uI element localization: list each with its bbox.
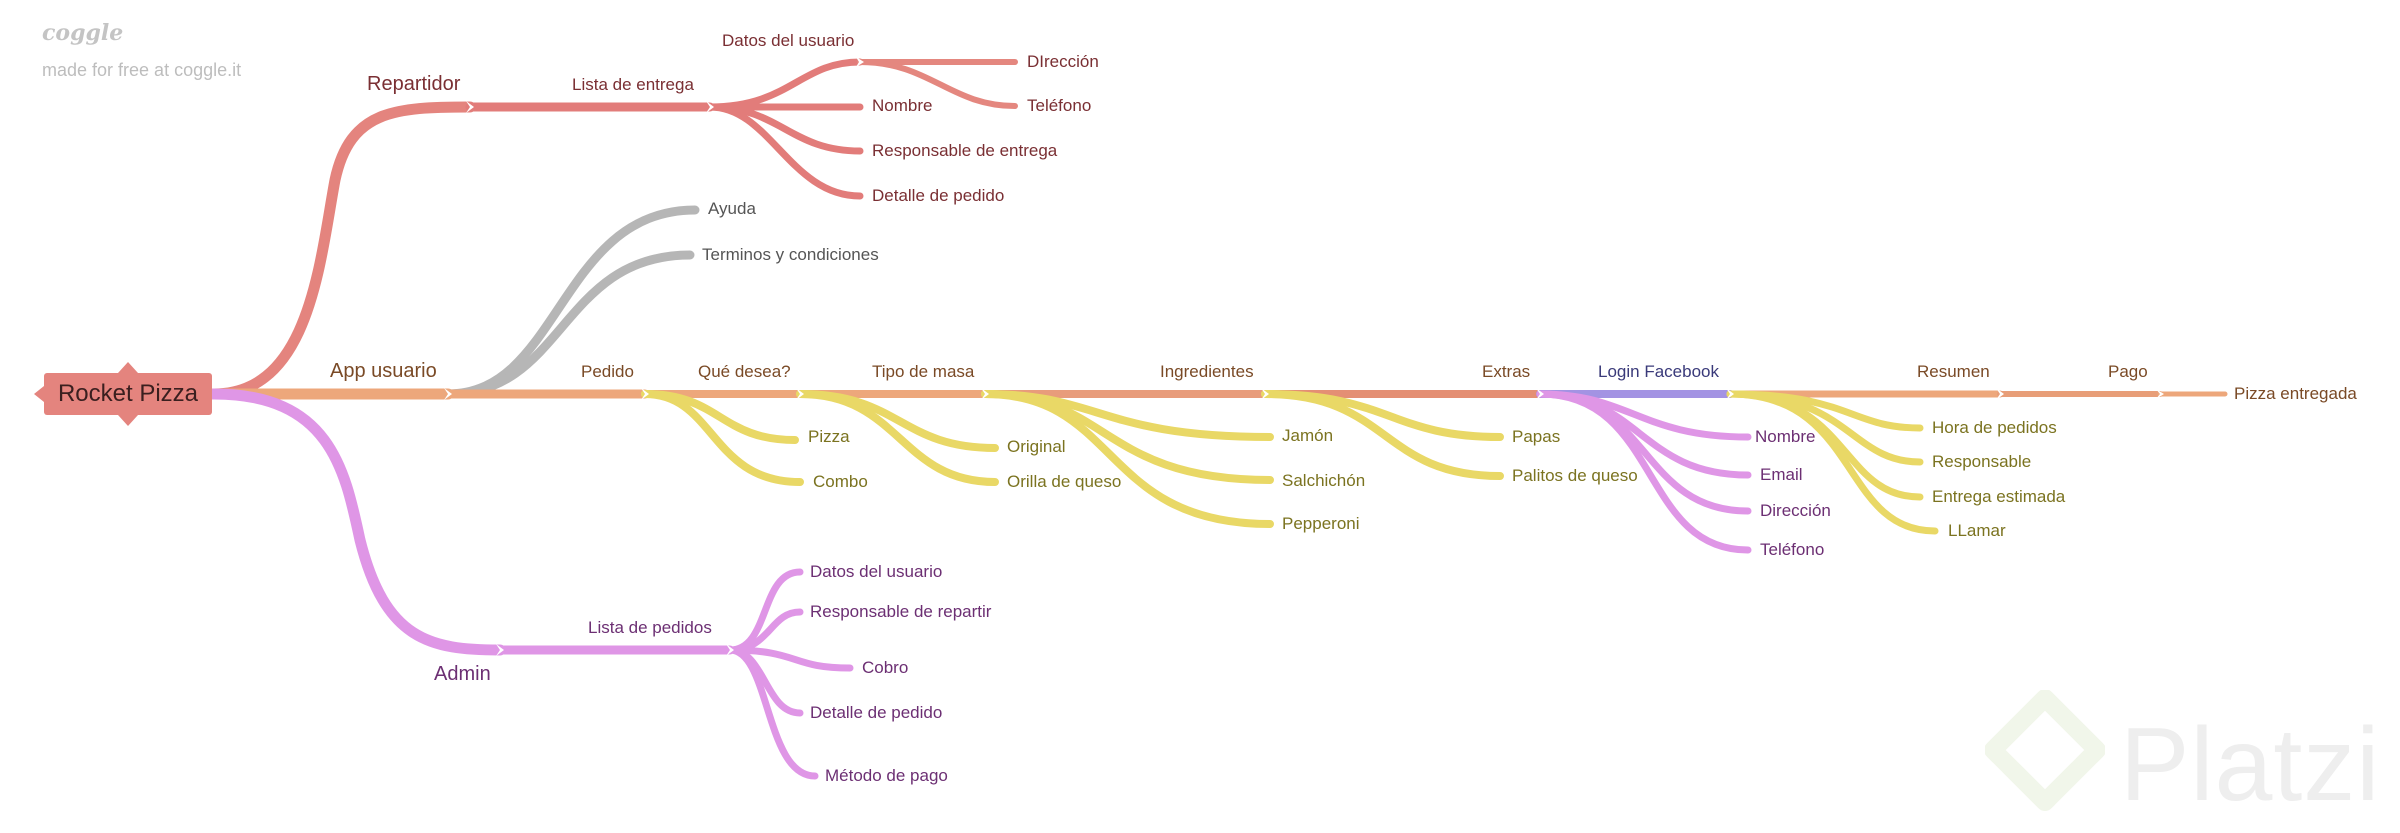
- node-jamon[interactable]: Jamón: [1282, 426, 1333, 445]
- link-extras-telefono: [1536, 390, 1752, 554]
- node-responsable-repartir[interactable]: Responsable de repartir: [810, 602, 992, 621]
- root-bottom-marker: [118, 415, 138, 426]
- link-root-repartidor: [208, 101, 476, 400]
- node-hora-pedidos[interactable]: Hora de pedidos: [1932, 418, 2057, 437]
- node-pizza-entregada[interactable]: Pizza entregada: [2234, 384, 2357, 403]
- link-app-ayuda: [443, 205, 700, 399]
- node-detalle-pedido-rep[interactable]: Detalle de pedido: [872, 186, 1004, 205]
- link-extras-direccion: [1536, 390, 1752, 515]
- root-node-label: Rocket Pizza: [57, 380, 199, 407]
- root-node[interactable]: Rocket Pizza: [44, 373, 212, 415]
- node-repartidor[interactable]: Repartidor: [367, 73, 461, 95]
- node-telefono-rep[interactable]: Teléfono: [1027, 96, 1091, 115]
- node-pago[interactable]: Pago: [2108, 362, 2148, 381]
- node-pepperoni[interactable]: Pepperoni: [1282, 514, 1360, 533]
- link-lista-cobro: [726, 646, 854, 672]
- notch-tipomasa: [981, 388, 989, 400]
- node-resumen[interactable]: Resumen: [1917, 362, 1990, 381]
- node-direccion-rep[interactable]: DIrección: [1027, 52, 1099, 71]
- node-datos-usuario-admin[interactable]: Datos del usuario: [810, 562, 942, 581]
- node-combo[interactable]: Combo: [813, 472, 868, 491]
- node-ingredientes[interactable]: Ingredientes: [1160, 362, 1254, 381]
- link-ingredientes-palitos: [1261, 390, 1504, 480]
- link-login-llamar: [1726, 390, 1939, 535]
- coggle-tagline[interactable]: made for free at coggle.it: [42, 60, 242, 80]
- node-datos-usuario[interactable]: Datos del usuario: [722, 31, 854, 50]
- root-left-marker: [34, 386, 44, 402]
- notch-login: [1726, 388, 1734, 400]
- link-lista-datos: [706, 58, 864, 111]
- node-admin[interactable]: Admin: [434, 663, 491, 685]
- node-detalle-pedido-admin[interactable]: Detalle de pedido: [810, 703, 942, 722]
- node-email[interactable]: Email: [1760, 465, 1803, 484]
- node-nombre-rep[interactable]: Nombre: [872, 96, 932, 115]
- link-root-admin: [208, 388, 506, 656]
- root-top-marker: [118, 362, 138, 373]
- node-salchichon[interactable]: Salchichón: [1282, 471, 1365, 490]
- node-lista-pedidos[interactable]: Lista de pedidos: [588, 618, 712, 637]
- link-quedesea-orilla: [796, 390, 999, 486]
- node-orilla-queso[interactable]: Orilla de queso: [1007, 472, 1121, 491]
- node-terminos[interactable]: Terminos y condiciones: [702, 245, 879, 264]
- notch-app: [444, 388, 452, 400]
- link-tipomasa-pepperoni: [981, 390, 1274, 528]
- node-original[interactable]: Original: [1007, 437, 1066, 456]
- node-responsable-resumen[interactable]: Responsable: [1932, 452, 2031, 471]
- link-app-terminos: [443, 250, 695, 399]
- notch-pago: [2156, 389, 2164, 399]
- notch-pedido: [641, 388, 649, 400]
- node-direccion-login[interactable]: Dirección: [1760, 501, 1831, 520]
- platzi-logo-icon: [1984, 689, 2106, 811]
- node-ayuda[interactable]: Ayuda: [708, 199, 756, 218]
- notch-resumen: [1996, 388, 2004, 400]
- notch-quedesea: [796, 388, 804, 400]
- node-palitos-queso[interactable]: Palitos de queso: [1512, 466, 1638, 485]
- link-pedido-combo: [641, 390, 804, 486]
- node-responsable-entrega[interactable]: Responsable de entrega: [872, 141, 1058, 160]
- notch-datos: [856, 57, 864, 67]
- notch-ingredientes: [1261, 388, 1269, 400]
- node-papas[interactable]: Papas: [1512, 427, 1560, 446]
- node-pizza[interactable]: Pizza: [808, 427, 850, 446]
- node-telefono-login[interactable]: Teléfono: [1760, 540, 1824, 559]
- node-app-usuario[interactable]: App usuario: [330, 360, 437, 382]
- node-tipo-masa[interactable]: Tipo de masa: [872, 362, 975, 381]
- watermark-text: Platzi: [2120, 707, 2381, 823]
- node-pedido[interactable]: Pedido: [581, 362, 634, 381]
- node-que-desea[interactable]: Qué desea?: [698, 362, 791, 381]
- link-lista-metodo: [726, 646, 819, 780]
- notch-extras: [1536, 388, 1544, 400]
- notch-lista-entrega: [706, 101, 714, 113]
- node-cobro[interactable]: Cobro: [862, 658, 908, 677]
- coggle-logo: coggle: [42, 20, 124, 46]
- notch-admin: [496, 644, 504, 656]
- link-datos-telefono: [857, 59, 1018, 109]
- node-login-facebook[interactable]: Login Facebook: [1598, 362, 1719, 381]
- node-metodo-pago[interactable]: Método de pago: [825, 766, 948, 785]
- node-lista-entrega[interactable]: Lista de entrega: [572, 75, 694, 94]
- node-entrega-estimada[interactable]: Entrega estimada: [1932, 487, 2066, 506]
- node-llamar[interactable]: LLamar: [1948, 521, 2006, 540]
- node-nombre-login[interactable]: Nombre: [1755, 427, 1815, 446]
- platzi-watermark: Platzi: [1984, 689, 2385, 830]
- notch-repartidor: [466, 101, 474, 113]
- node-extras[interactable]: Extras: [1482, 362, 1530, 381]
- notch-lista-pedidos: [726, 644, 734, 656]
- link-lista-detalle: [706, 103, 864, 200]
